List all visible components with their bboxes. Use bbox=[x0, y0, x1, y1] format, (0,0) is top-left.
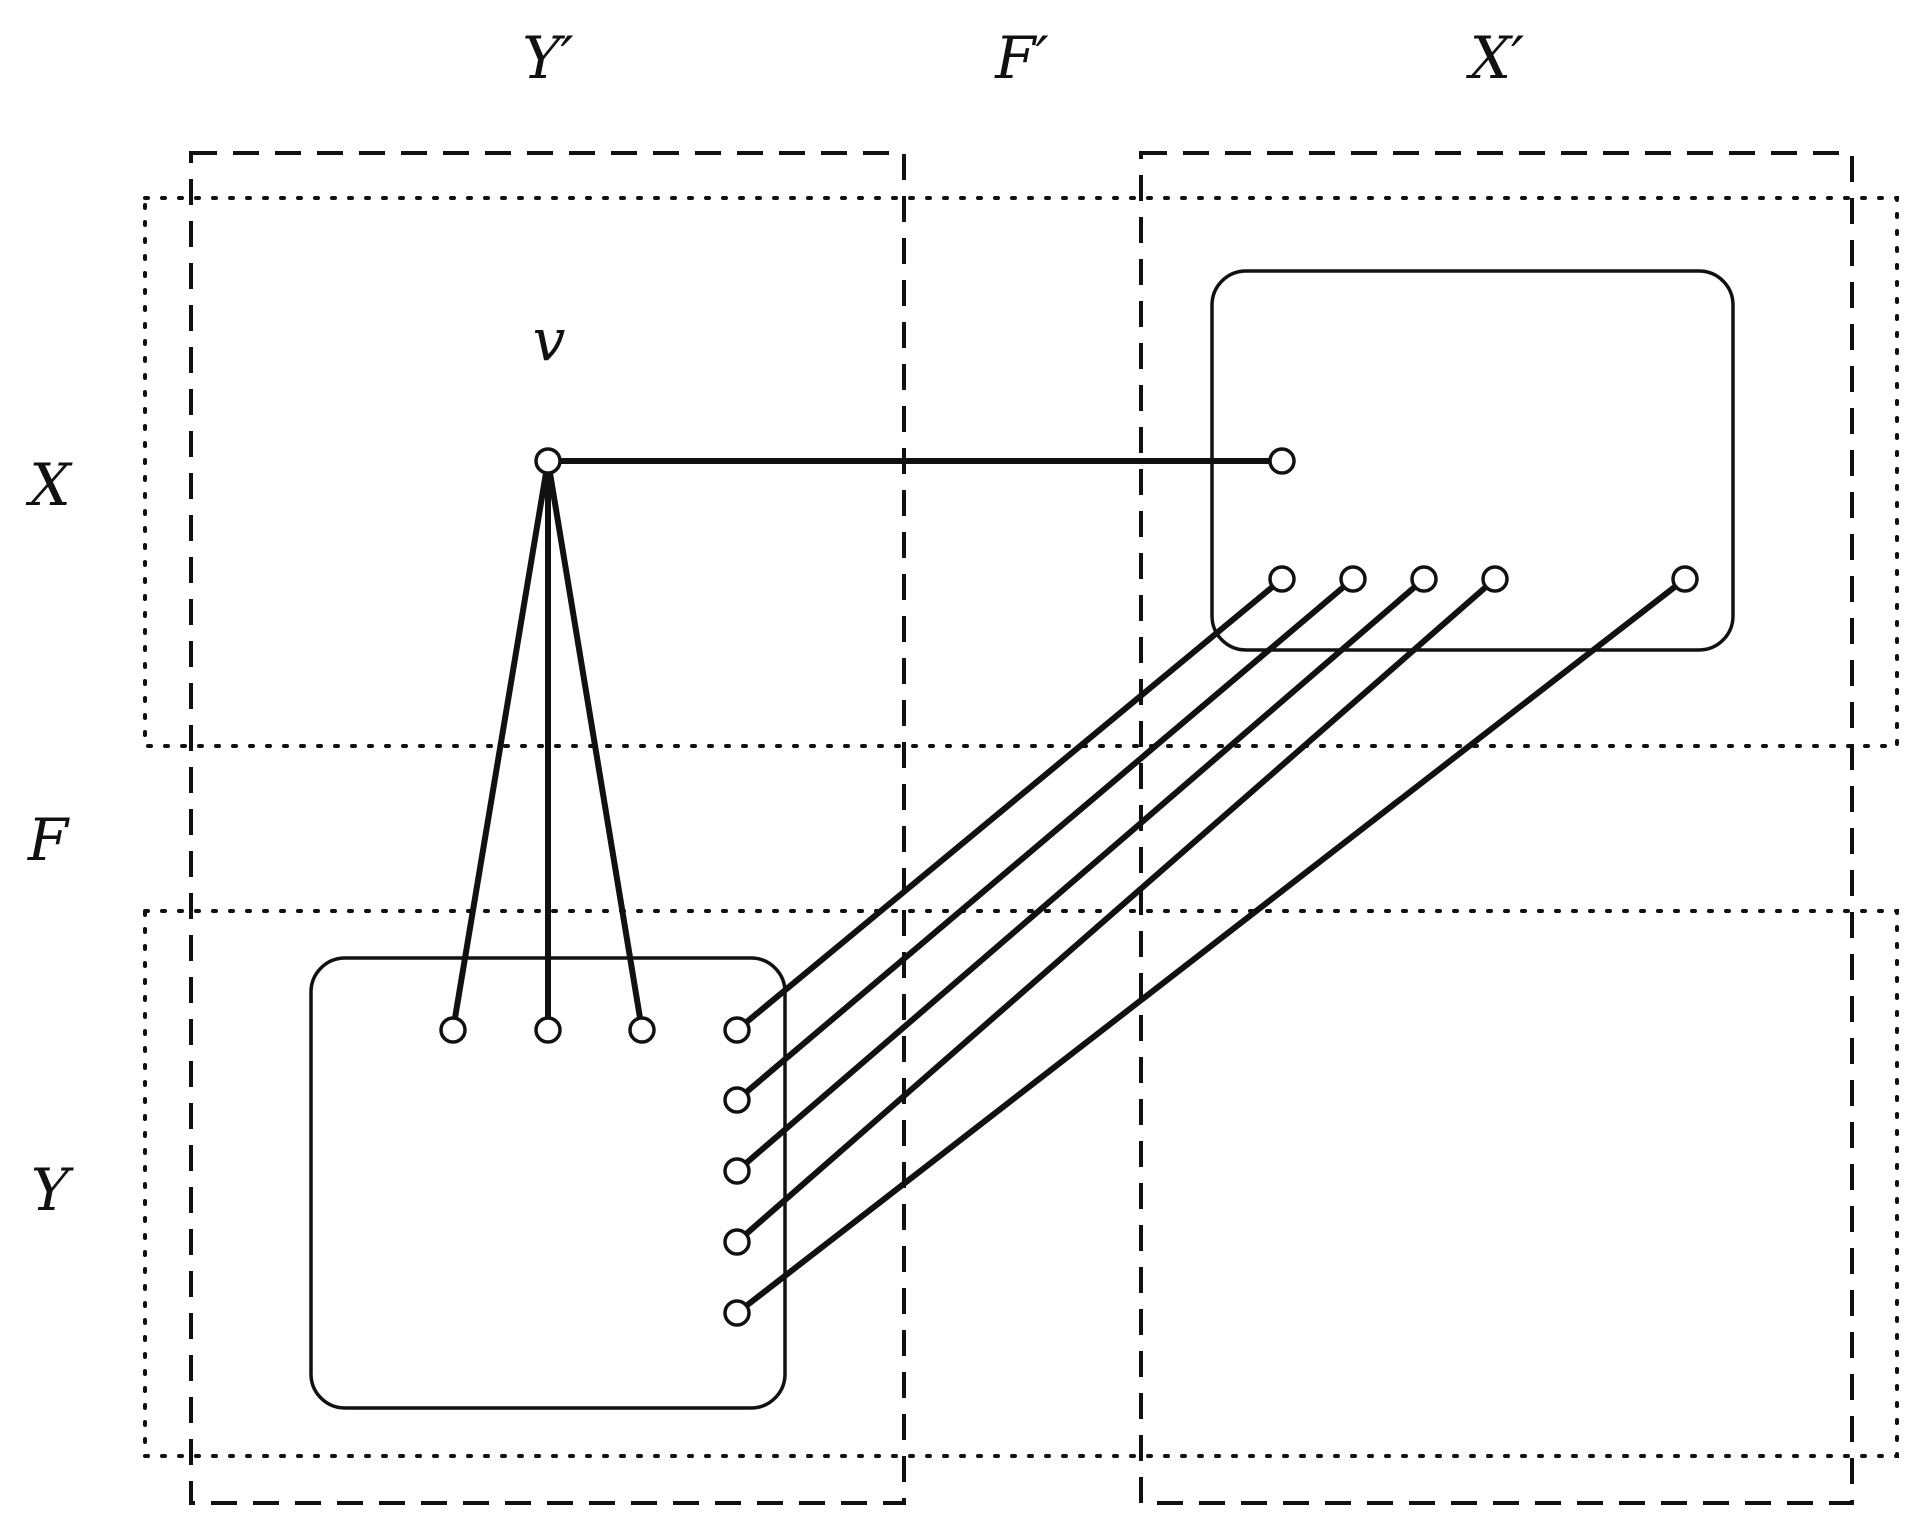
node-y-right-2 bbox=[723, 1086, 751, 1114]
node-x-prime-top bbox=[1268, 447, 1296, 475]
label-x: X bbox=[25, 451, 73, 519]
edge-diagonal-4 bbox=[734, 576, 1498, 1245]
region-x bbox=[143, 196, 1899, 748]
node-x-prime-5 bbox=[1671, 565, 1699, 593]
label-f-prime: F′ bbox=[994, 24, 1048, 92]
node-y-right-5 bbox=[723, 1299, 751, 1327]
edge-v-to-y-1 bbox=[450, 458, 551, 1033]
node-x-prime-4 bbox=[1481, 565, 1509, 593]
edge-diagonal-3 bbox=[734, 576, 1427, 1174]
node-y-right-3 bbox=[723, 1157, 751, 1185]
node-y-top-3 bbox=[628, 1016, 656, 1044]
region-y-prime bbox=[189, 151, 906, 1505]
label-x-prime: X′ bbox=[1466, 24, 1524, 92]
edge-v-to-y-3 bbox=[545, 458, 645, 1033]
node-x-prime-1 bbox=[1268, 565, 1296, 593]
region-x-prime bbox=[1139, 151, 1854, 1505]
label-y-prime: Y′ bbox=[522, 24, 573, 92]
region-y bbox=[143, 909, 1899, 1458]
node-y-right-1 bbox=[723, 1016, 751, 1044]
label-v: v bbox=[533, 306, 566, 374]
node-y-right-4 bbox=[723, 1228, 751, 1256]
node-y-top-1 bbox=[439, 1016, 467, 1044]
edge-diagonal-2 bbox=[734, 576, 1356, 1103]
node-y-top-2 bbox=[534, 1016, 562, 1044]
node-x-prime-2 bbox=[1339, 565, 1367, 593]
label-y: Y bbox=[31, 1156, 74, 1224]
edge-diagonal-5 bbox=[734, 576, 1688, 1316]
node-x-prime-3 bbox=[1410, 565, 1438, 593]
label-f: F bbox=[27, 806, 70, 874]
vertex-v bbox=[534, 447, 562, 475]
edge-diagonal-1 bbox=[734, 576, 1285, 1033]
